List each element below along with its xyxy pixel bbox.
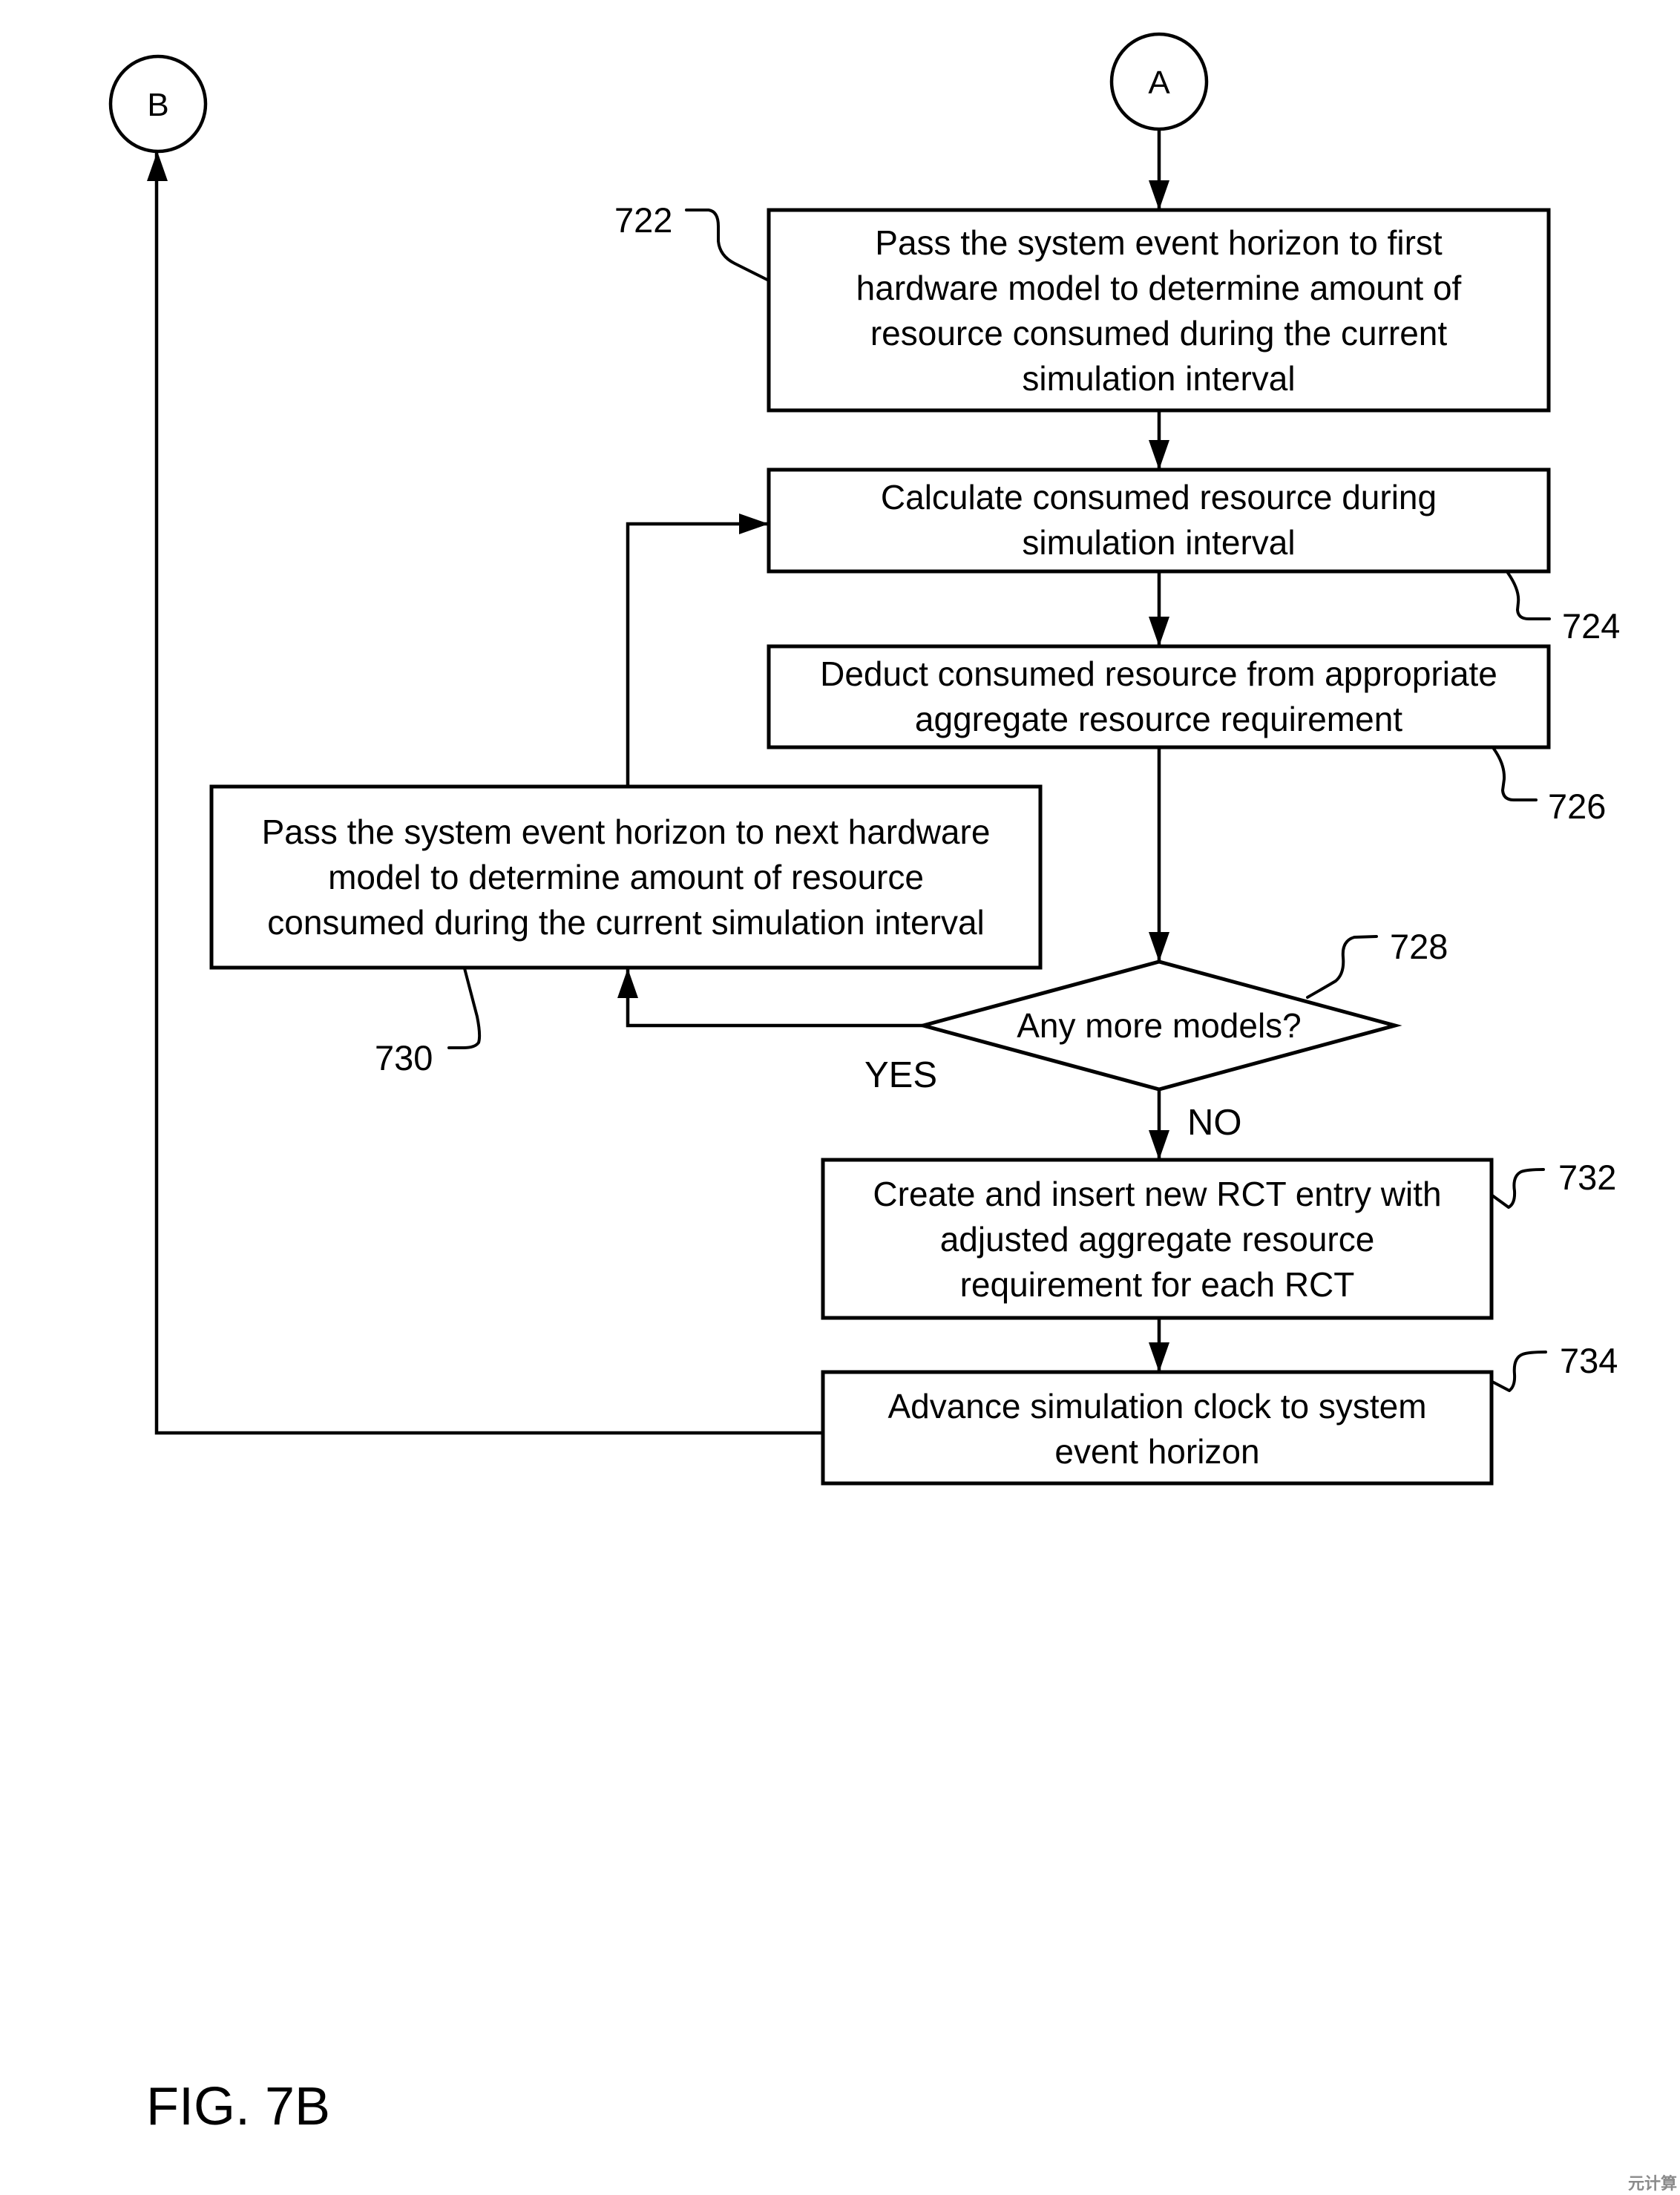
decision-728: Any more models? xyxy=(916,959,1402,1092)
node-text-line: Create and insert new RCT entry with xyxy=(873,1175,1441,1213)
node-text-line: model to determine amount of resource xyxy=(328,858,924,896)
connector-a: A xyxy=(1109,32,1209,131)
edges-layer xyxy=(147,129,1169,1435)
nodes-layer: A B Pass the system event horizon to first… xyxy=(108,32,1551,1486)
arrowhead-down-icon xyxy=(1149,180,1169,210)
process-box-730: Pass the system event horizon to next ha… xyxy=(209,784,1043,970)
node-text-line: simulation interval xyxy=(1022,523,1295,562)
labels-layer: 722 724 726 728 730 732 734 YES NO xyxy=(375,200,1620,1380)
arrowhead-down-icon xyxy=(1149,932,1169,962)
reference-numeral: 722 xyxy=(614,200,672,240)
connector-b: B xyxy=(108,54,208,154)
process-box-724: Calculate consumed resource during simula… xyxy=(767,467,1551,574)
leaders-layer xyxy=(447,209,1551,1392)
decision-diamond xyxy=(916,959,1402,1092)
process-rect xyxy=(767,467,1551,574)
node-text-line: resource consumed during the current xyxy=(870,314,1448,352)
edge-734-to-b xyxy=(154,152,823,1435)
process-box-734: Advance simulation clock to system event … xyxy=(821,1370,1494,1486)
node-text-line: consumed during the current simulation i… xyxy=(267,903,985,942)
process-rect xyxy=(767,208,1551,413)
reference-numeral: 730 xyxy=(375,1038,433,1077)
branch-label-no: NO xyxy=(1187,1103,1242,1143)
node-text-line: event horizon xyxy=(1054,1432,1259,1471)
process-rect xyxy=(767,644,1551,749)
node-text-line: Deduct consumed resource from appropriat… xyxy=(820,654,1497,693)
node-text-line: requirement for each RCT xyxy=(960,1265,1355,1304)
node-text-line: simulation interval xyxy=(1022,359,1295,398)
node-text-line: aggregate resource requirement xyxy=(915,700,1402,738)
connector-circle xyxy=(1109,32,1209,131)
node-text-line: Advance simulation clock to system xyxy=(887,1387,1426,1425)
reference-numeral: 732 xyxy=(1558,1158,1616,1197)
process-box-722: Pass the system event horizon to first ha… xyxy=(767,208,1551,413)
arrowhead-down-icon xyxy=(1149,440,1169,470)
process-box-726: Deduct consumed resource from appropriat… xyxy=(767,644,1551,749)
edge-728-to-730-yes xyxy=(626,968,923,1028)
node-text-line: Any more models? xyxy=(1017,1006,1302,1045)
node-text-line: Pass the system event horizon to next ha… xyxy=(262,813,991,851)
node-text-line: hardware model to determine amount of xyxy=(856,269,1462,307)
connector-circle xyxy=(108,54,208,154)
node-text-line: Calculate consumed resource during xyxy=(881,478,1437,516)
node-text-line: Pass the system event horizon to first xyxy=(875,223,1443,262)
arrowhead-down-icon xyxy=(1149,617,1169,646)
process-rect xyxy=(821,1158,1494,1320)
arrowhead-up-icon xyxy=(617,968,638,998)
watermark: 元计算 xyxy=(1628,2174,1677,2193)
leader-line xyxy=(1491,1351,1547,1392)
branch-label-yes: YES xyxy=(864,1055,937,1095)
process-box-732: Create and insert new RCT entry with adju… xyxy=(821,1158,1494,1320)
process-rect xyxy=(209,784,1043,970)
process-rect xyxy=(821,1370,1494,1486)
arrowhead-down-icon xyxy=(1149,1130,1169,1160)
reference-numeral: 724 xyxy=(1562,606,1620,646)
leader-line xyxy=(1491,1168,1545,1209)
leader-line xyxy=(1492,747,1538,801)
figure-label: FIG. 7B xyxy=(146,2077,330,2136)
leader-line xyxy=(447,967,482,1049)
leader-line xyxy=(685,209,770,282)
node-text-line: adjusted aggregate resource xyxy=(940,1220,1375,1259)
arrowhead-right-icon xyxy=(739,514,769,534)
connector-label: B xyxy=(147,87,168,123)
leader-line xyxy=(1506,571,1551,620)
reference-numeral: 728 xyxy=(1390,927,1448,966)
reference-numeral: 734 xyxy=(1560,1341,1618,1380)
arrowhead-down-icon xyxy=(1149,1342,1169,1372)
arrowhead-up-icon xyxy=(147,151,168,181)
edge-730-to-724 xyxy=(626,522,769,787)
leader-line xyxy=(1306,935,1378,999)
reference-numeral: 726 xyxy=(1548,787,1606,826)
connector-label: A xyxy=(1148,65,1170,101)
